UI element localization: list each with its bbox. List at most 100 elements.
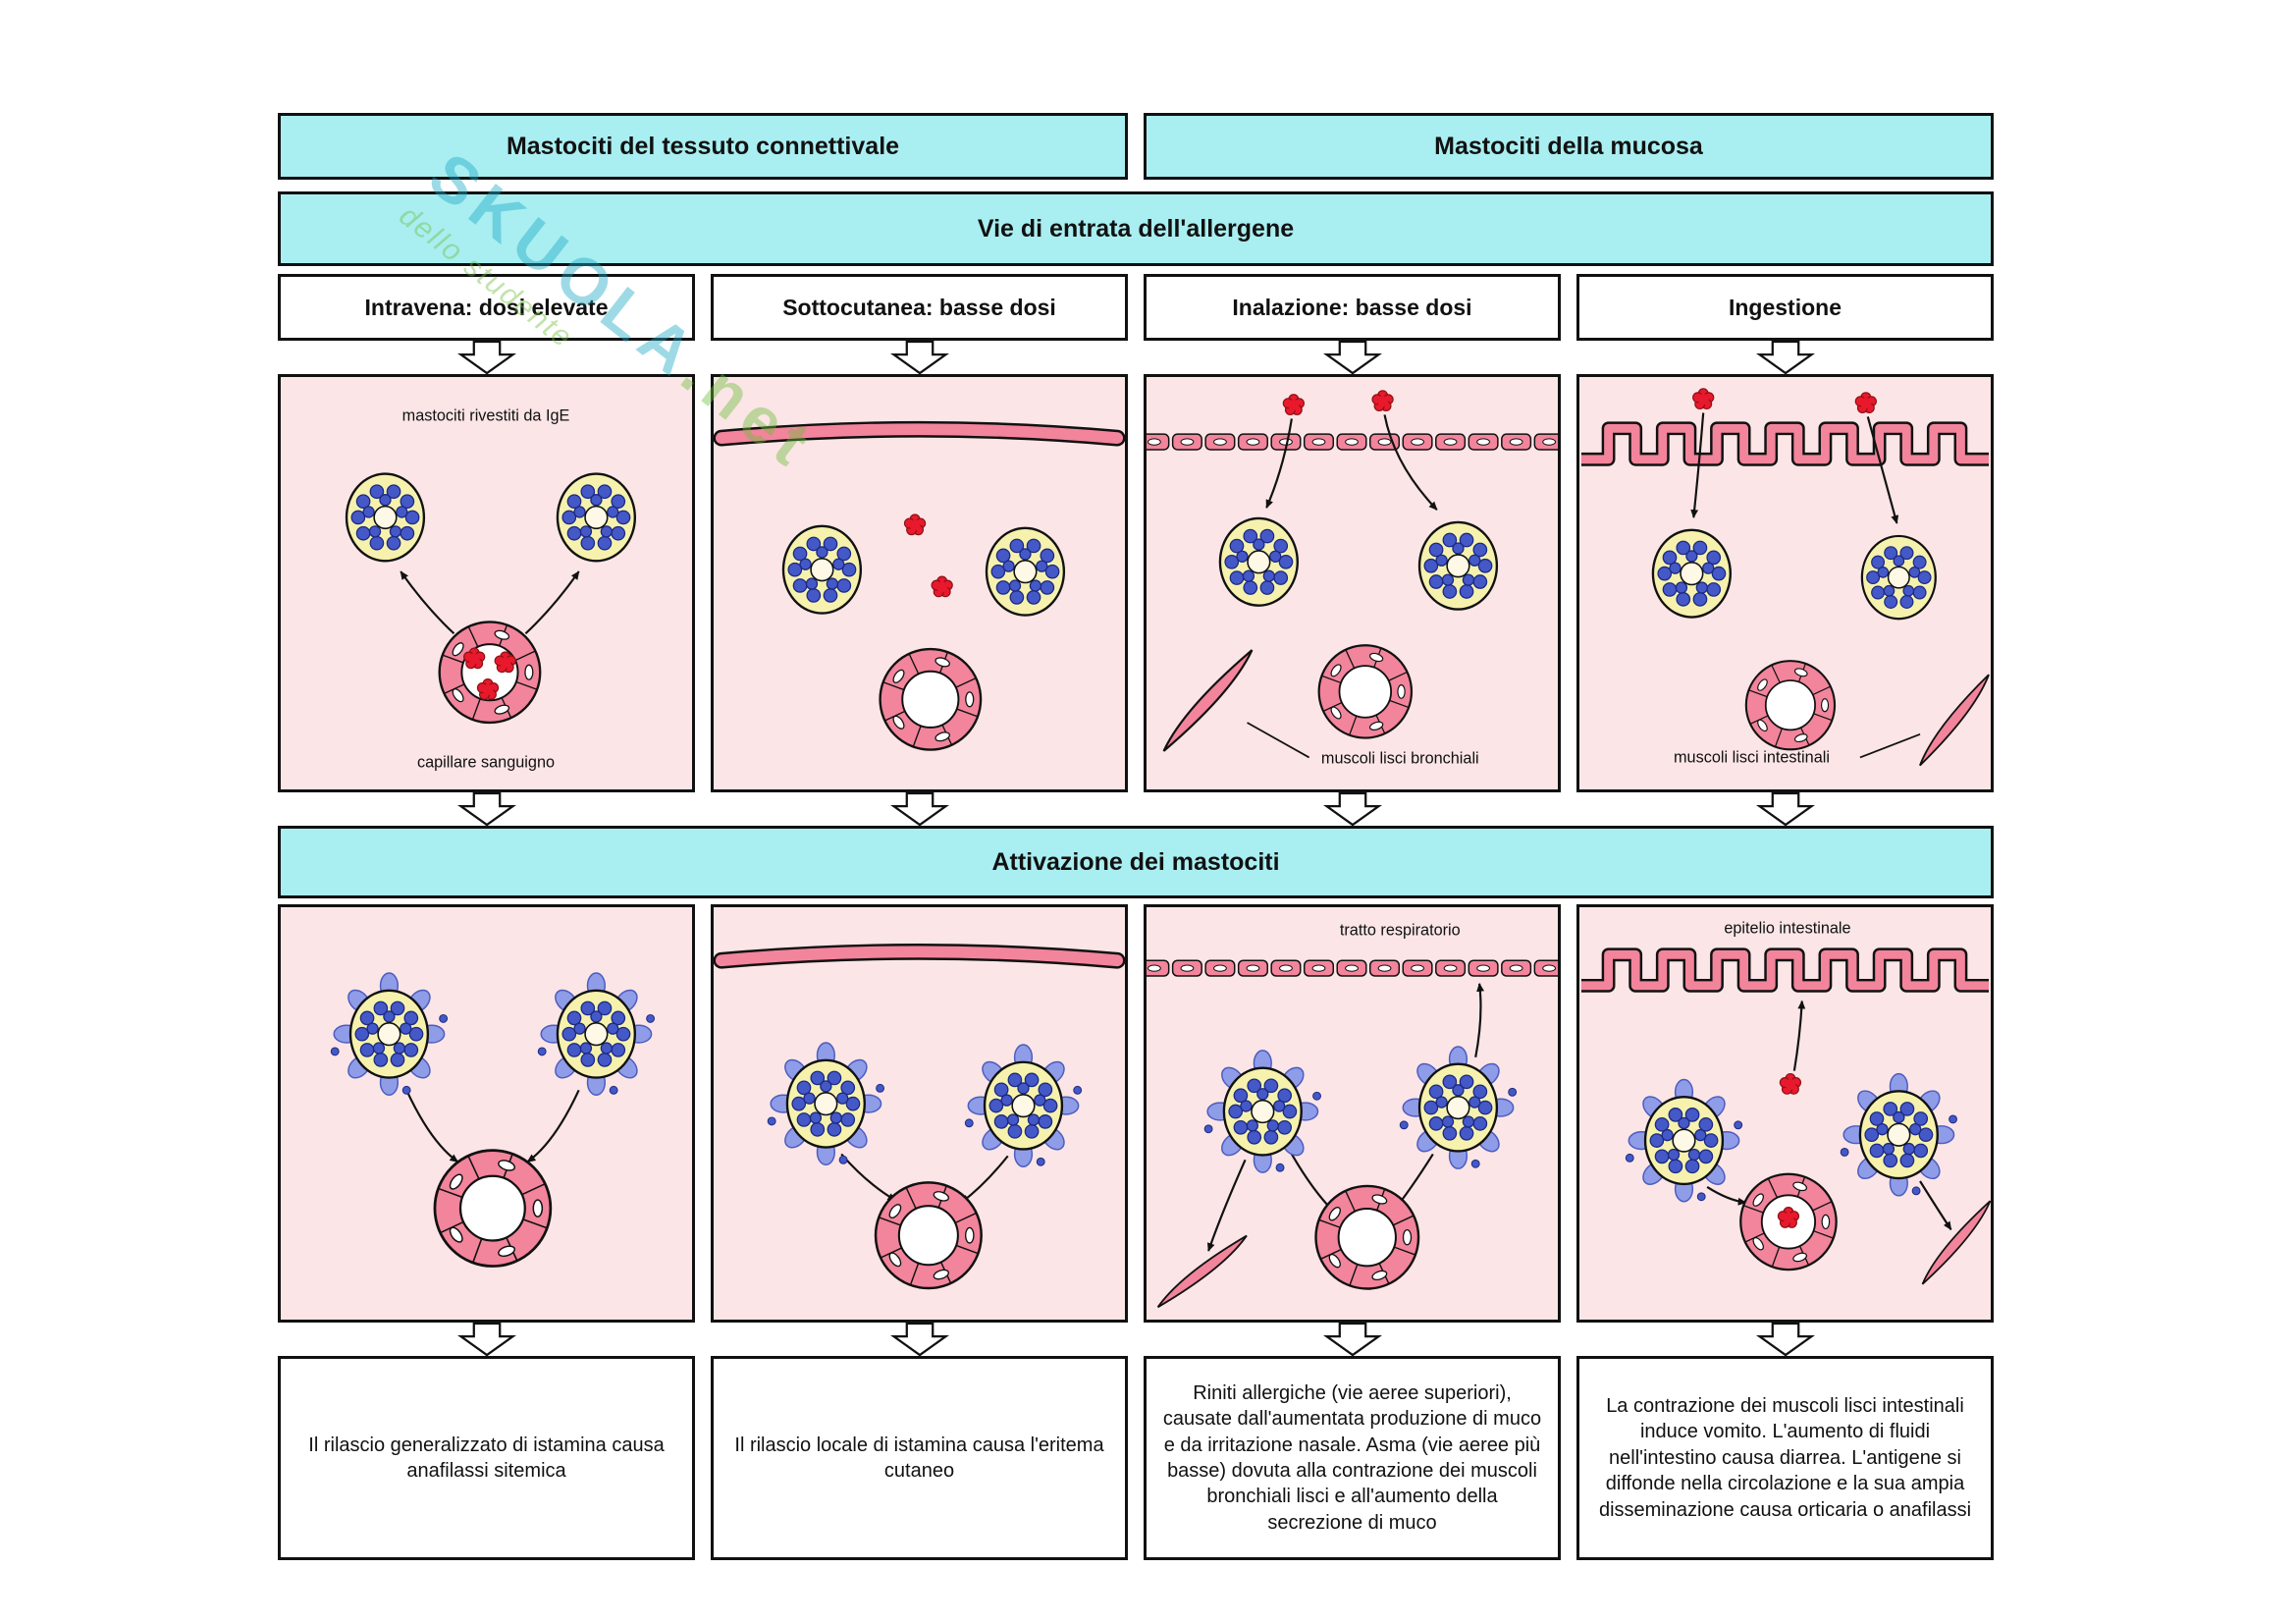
down-arrow-icon — [1576, 792, 1994, 826]
mast-cell-diagram: Mastociti del tessuto connettivale Masto… — [278, 113, 1994, 1560]
bronchial-muscle-icon — [1147, 649, 1269, 752]
mast-cell-icon — [1218, 516, 1299, 607]
allergen-entry-label: Vie di entrata dell'allergene — [977, 214, 1295, 243]
header-mucosa-label: Mastociti della mucosa — [1434, 132, 1703, 160]
capillary-icon — [874, 1181, 983, 1290]
mast-cell-icon — [556, 472, 637, 563]
activated-panels: tratto respiratorio epitelio intestinale — [278, 904, 1994, 1323]
respiratory-epithelium — [1147, 434, 1558, 450]
outcome-intravenous: Il rilascio generalizzato di istamina ca… — [278, 1356, 695, 1560]
label-respiratory-tract: tratto respiratorio — [1340, 922, 1461, 940]
route-inhalation: Inalazione: basse dosi — [1144, 274, 1561, 341]
allergen-icon — [1854, 392, 1877, 413]
allergen-entry-arrow — [1866, 416, 1899, 524]
capillary-icon — [1317, 644, 1414, 739]
outcome-boxes: Il rilascio generalizzato di istamina ca… — [278, 1356, 1994, 1560]
route-subcutaneous: Sottocutanea: basse dosi — [711, 274, 1128, 341]
mast-cell-icon — [781, 524, 863, 615]
route-intravenous: Intravena: dosi elevate — [278, 274, 695, 341]
mast-cell-icon — [985, 526, 1066, 617]
muscle-contraction-arrow — [1206, 1159, 1247, 1252]
panel-intravenous-activated — [278, 904, 695, 1323]
header-connective-tissue: Mastociti del tessuto connettivale — [278, 113, 1128, 180]
down-arrow-icon — [1144, 341, 1561, 374]
activated-mast-cell-icon — [965, 1045, 1081, 1166]
allergen-icon — [1371, 390, 1394, 412]
down-arrow-icon — [278, 792, 695, 826]
allergen-entry-arrow — [1265, 418, 1293, 510]
histamine-arrow — [840, 1153, 897, 1202]
capillary-icon — [879, 647, 983, 751]
panel-subcutaneous-activated — [711, 904, 1128, 1323]
intestinal-muscle-icon — [1904, 674, 1991, 767]
arrow-to-mast-cell — [524, 570, 580, 635]
activated-mast-cell-icon — [1841, 1074, 1956, 1196]
histamine-arrow — [405, 1089, 459, 1163]
muscle-contraction-arrow — [1919, 1180, 1952, 1231]
mucus-arrow — [1474, 982, 1484, 1058]
header-mucosa: Mastociti della mucosa — [1144, 113, 1994, 180]
down-arrow-icon — [1576, 341, 1994, 374]
group-headers: Mastociti del tessuto connettivale Masto… — [278, 113, 1994, 180]
outcome-inhalation: Riniti allergiche (vie aeree superiori),… — [1144, 1356, 1561, 1560]
resting-panels: mastociti rivestiti da IgE capillare san… — [278, 374, 1994, 792]
down-arrow-icon — [1144, 1323, 1561, 1356]
mast-cell-icon — [1860, 534, 1937, 621]
allergen-icon — [1692, 388, 1715, 410]
panel-inhalation-activated: tratto respiratorio — [1144, 904, 1561, 1323]
allergen-entry-arrow — [1383, 414, 1438, 511]
allergen-icon — [931, 575, 953, 598]
activated-mast-cell-icon — [1204, 1051, 1320, 1172]
capillary-icon — [433, 1149, 553, 1268]
panel-intravenous-resting: mastociti rivestiti da IgE capillare san… — [278, 374, 695, 792]
respiratory-epithelium — [1147, 960, 1558, 976]
route-headers: Intravena: dosi elevate Sottocutanea: ba… — [278, 274, 1994, 341]
outcome-ingestion: La contrazione dei muscoli lisci intesti… — [1576, 1356, 1994, 1560]
bronchial-muscle-icon — [1147, 1234, 1258, 1309]
arrows-to-activation-bar — [278, 792, 1994, 826]
header-connective-tissue-label: Mastociti del tessuto connettivale — [506, 132, 900, 160]
activated-mast-cell-icon — [768, 1043, 883, 1164]
intestinal-epithelium — [1581, 954, 1989, 986]
allergen-icon — [1779, 1072, 1802, 1095]
capillary-icon — [438, 621, 542, 725]
antigen-spread-arrow — [1792, 1000, 1806, 1071]
capillary-icon — [1314, 1184, 1420, 1290]
arrows-to-resting-panels — [278, 341, 1994, 374]
allergen-icon — [1282, 394, 1305, 415]
mast-cell-icon — [1417, 520, 1499, 611]
mast-cell-icon — [1651, 528, 1732, 619]
label-capillary: capillare sanguigno — [417, 753, 555, 771]
route-ingestion: Ingestione — [1576, 274, 1994, 341]
down-arrow-icon — [711, 792, 1128, 826]
allergen-entry-bar: Vie di entrata dell'allergene — [278, 191, 1994, 266]
histamine-arrow — [526, 1089, 580, 1163]
intestinal-epithelium — [1581, 428, 1989, 460]
panel-inhalation-resting: muscoli lisci bronchiali — [1144, 374, 1561, 792]
activation-label: Attivazione dei mastociti — [991, 847, 1280, 876]
allergen-entry-arrow — [1690, 412, 1705, 518]
allergen-icon — [903, 514, 927, 536]
intestinal-muscle-icon — [1908, 1200, 1991, 1285]
label-mast-ige: mastociti rivestiti da IgE — [402, 406, 570, 424]
arrows-to-outcomes — [278, 1323, 1994, 1356]
label-bronchial-muscle: muscoli lisci bronchiali — [1321, 749, 1479, 767]
down-arrow-icon — [711, 1323, 1128, 1356]
panel-ingestion-activated: epitelio intestinale — [1576, 904, 1994, 1323]
arrow-to-mast-cell — [400, 570, 455, 635]
activated-mast-cell-icon — [331, 973, 447, 1095]
down-arrow-icon — [1144, 792, 1561, 826]
panel-ingestion-resting: muscoli lisci intestinali — [1576, 374, 1994, 792]
capillary-icon — [1744, 660, 1837, 751]
activated-mast-cell-icon — [1400, 1047, 1516, 1168]
activated-mast-cell-icon — [1626, 1079, 1741, 1201]
histamine-arrow — [1706, 1186, 1747, 1206]
panel-subcutaneous-resting — [711, 374, 1128, 792]
activation-bar: Attivazione dei mastociti — [278, 826, 1994, 898]
activated-mast-cell-icon — [538, 973, 654, 1095]
label-pointer — [1247, 722, 1310, 759]
down-arrow-icon — [278, 341, 695, 374]
outcome-subcutaneous: Il rilascio locale di istamina causa l'e… — [711, 1356, 1128, 1560]
mast-cell-icon — [345, 472, 426, 563]
label-pointer — [1859, 732, 1921, 759]
